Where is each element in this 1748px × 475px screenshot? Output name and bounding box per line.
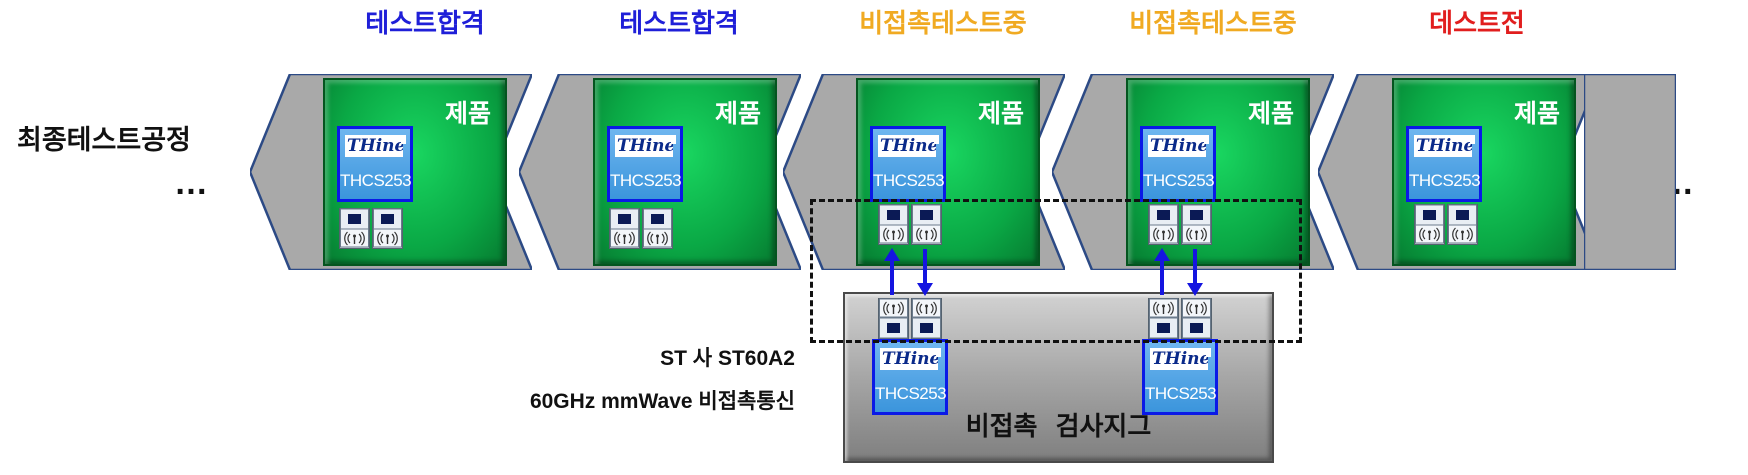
registered-mark-icon [1470,135,1475,144]
chip-brand: THine [615,135,673,157]
antenna-module-icon [878,204,909,245]
registered-mark-icon [1206,348,1211,357]
registered-mark-icon [1204,135,1209,144]
status-label-2: 테스트합격 [619,9,739,39]
antenna-module-icon [1181,204,1212,245]
antenna-module-icon [911,298,942,339]
chip-brand: THine [345,135,403,157]
chip-brand: THine [1148,135,1206,157]
chip-brand: THine [1414,135,1472,157]
antenna-module-icon [1148,298,1179,339]
thine-chip: THine THCS253 [870,126,946,202]
product-4: 제품 THine THCS253 [1126,78,1310,266]
status-label-1: 테스트합격 [365,9,485,39]
product-1: 제품 THine THCS253 [323,78,507,266]
caption-module: ST 사 ST60A2 [660,347,795,370]
antenna-module-icon [609,208,640,249]
chip-brand: THine [880,348,938,370]
antenna-module-icon [1447,204,1478,245]
contactless-test-jig: THine THCS253 THine THCS253 비접촉 검사지그 [843,292,1274,463]
chip-model: THCS253 [1145,384,1217,403]
product-label: 제품 [714,99,761,128]
thine-chip: THine THCS253 [1142,339,1218,415]
registered-mark-icon [671,135,676,144]
product-label: 제품 [1247,99,1294,128]
process-label: 최종테스트공정 [17,125,191,155]
product-label: 제품 [977,99,1024,128]
thine-chip: THine THCS253 [872,339,948,415]
chip-model: THCS253 [1143,171,1215,190]
chip-model: THCS253 [340,171,412,190]
registered-mark-icon [401,135,406,144]
antenna-module-icon [1181,298,1212,339]
arrow-icon [884,248,900,295]
thine-chip: THine THCS253 [337,126,413,202]
conveyor-segment-6 [1584,74,1676,270]
status-label-4: 비접촉테스트중 [1129,9,1297,39]
antenna-module-icon [878,298,909,339]
chip-model: THCS253 [873,171,945,190]
chip-model: THCS253 [875,384,947,403]
product-3: 제품 THine THCS253 [856,78,1040,266]
chip-model: THCS253 [610,171,682,190]
arrow-icon [917,249,933,296]
antenna-module-icon [911,204,942,245]
registered-mark-icon [936,348,941,357]
chip-brand: THine [1150,348,1208,370]
status-label-3: 비접촉테스트중 [859,9,1027,39]
product-5: 제품 THine THCS253 [1392,78,1576,266]
product-label: 제품 [444,99,491,128]
jig-label: 비접촉 검사지그 [965,412,1152,442]
antenna-module-icon [642,208,673,249]
thine-chip: THine THCS253 [607,126,683,202]
chip-model: THCS253 [1409,171,1481,190]
arrow-icon [1154,248,1170,295]
caption-communication: 60GHz mmWave 비접촉통신 [529,390,795,413]
thine-chip: THine THCS253 [1140,126,1216,202]
antenna-module-icon [372,208,403,249]
status-label-5: 데스트전 [1429,9,1525,39]
product-2: 제품 THine THCS253 [593,78,777,266]
registered-mark-icon [934,135,939,144]
arrow-icon [1187,249,1203,296]
ellipsis-left: … [174,164,208,202]
antenna-module-icon [339,208,370,249]
antenna-module-icon [1148,204,1179,245]
thine-chip: THine THCS253 [1406,126,1482,202]
chip-brand: THine [878,135,936,157]
product-label: 제품 [1513,99,1560,128]
antenna-module-icon [1414,204,1445,245]
